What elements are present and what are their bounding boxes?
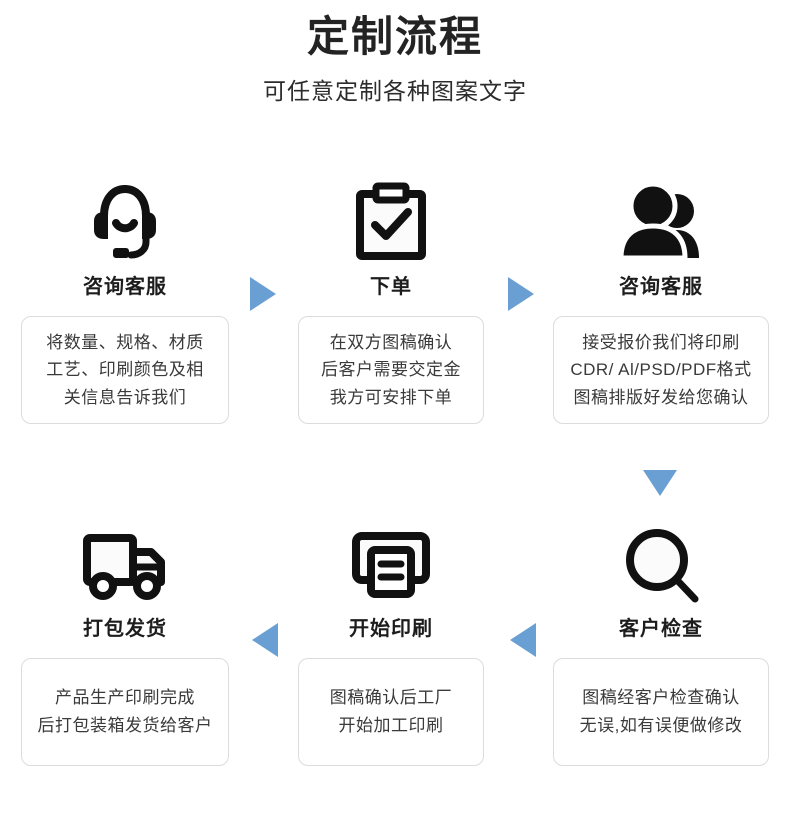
desc-line: 我方可安排下单: [329, 387, 453, 407]
flow-step-2-label: 下单: [370, 276, 412, 298]
headset-icon: [82, 178, 168, 262]
magnifier-icon: [619, 520, 703, 604]
flow-step-6-label: 打包发货: [83, 618, 167, 640]
flow-row-top: 咨询客服 将数量、规格、材质 工艺、印刷颜色及相 关信息告诉我们 下单 在双方图…: [0, 178, 790, 424]
desc-line: 无误,如有误便做修改: [579, 716, 743, 735]
flow-step-1-description: 将数量、规格、材质 工艺、印刷颜色及相 关信息告诉我们: [21, 316, 229, 424]
arrow-step6-to-step5-icon: [510, 623, 536, 657]
printer-icon: [349, 520, 433, 604]
flow-step-6[interactable]: 打包发货 产品生产印刷完成 后打包装箱发货给客户: [0, 520, 250, 766]
page-title: 定制流程: [306, 13, 483, 60]
desc-line: 图稿确认后工厂: [329, 688, 453, 708]
flow-step-4-label: 客户检查: [619, 618, 703, 640]
flow-step-1-label: 咨询客服: [83, 276, 167, 298]
arrow-step2-to-step3-icon: [508, 277, 534, 311]
desc-line: 关信息告诉我们: [63, 387, 187, 407]
flow-row-bottom: 打包发货 产品生产印刷完成 后打包装箱发货给客户 开始印刷 图稿确认后工厂 开始…: [0, 520, 790, 766]
flow-step-3-label: 咨询客服: [619, 276, 703, 298]
flow-step-5-description: 图稿确认后工厂 开始加工印刷: [298, 658, 484, 766]
page-subtitle: 可任意定制各种图案文字: [263, 78, 527, 105]
flow-step-3[interactable]: 咨询客服 接受报价我们将印刷 CDR/ Al/PSD/PDF格式 图稿排版好发给…: [532, 178, 790, 424]
desc-line: 图稿经客户检查确认: [582, 688, 740, 708]
flow-step-4-description: 图稿经客户检查确认 无误,如有误便做修改: [553, 658, 769, 766]
desc-line: 在双方图稿确认: [329, 332, 453, 352]
two-people-icon: [615, 178, 707, 262]
desc-line: 开始加工印刷: [338, 716, 444, 735]
arrow-step3-to-step4-icon: [643, 470, 677, 496]
desc-line: 后打包装箱发货给客户: [37, 716, 213, 735]
flow-step-2[interactable]: 下单 在双方图稿确认 后客户需要交定金 我方可安排下单: [276, 178, 506, 424]
flow-step-6-description: 产品生产印刷完成 后打包装箱发货给客户: [21, 658, 229, 766]
desc-line: 产品生产印刷完成: [55, 688, 195, 708]
desc-line: 工艺、印刷颜色及相: [46, 360, 204, 380]
flow-step-1[interactable]: 咨询客服 将数量、规格、材质 工艺、印刷颜色及相 关信息告诉我们: [0, 178, 250, 424]
page-header: 定制流程 可任意定制各种图案文字: [0, 0, 790, 106]
flow-step-3-description: 接受报价我们将印刷 CDR/ Al/PSD/PDF格式 图稿排版好发给您确认: [553, 316, 769, 424]
desc-line: 后客户需要交定金: [321, 360, 461, 380]
flow-step-5[interactable]: 开始印刷 图稿确认后工厂 开始加工印刷: [276, 520, 506, 766]
desc-line: 将数量、规格、材质: [46, 332, 204, 352]
desc-line: 图稿排版好发给您确认: [573, 387, 749, 407]
truck-icon: [81, 520, 169, 604]
clipboard-check-icon: [351, 178, 431, 262]
desc-line: 接受报价我们将印刷: [582, 332, 740, 352]
flow-step-4[interactable]: 客户检查 图稿经客户检查确认 无误,如有误便做修改: [532, 520, 790, 766]
flow-step-2-description: 在双方图稿确认 后客户需要交定金 我方可安排下单: [298, 316, 484, 424]
flow-step-5-label: 开始印刷: [349, 618, 433, 640]
arrow-step1-to-step2-icon: [250, 277, 276, 311]
arrow-step5-to-step4-icon: [252, 623, 278, 657]
desc-line: CDR/ Al/PSD/PDF格式: [570, 360, 752, 380]
